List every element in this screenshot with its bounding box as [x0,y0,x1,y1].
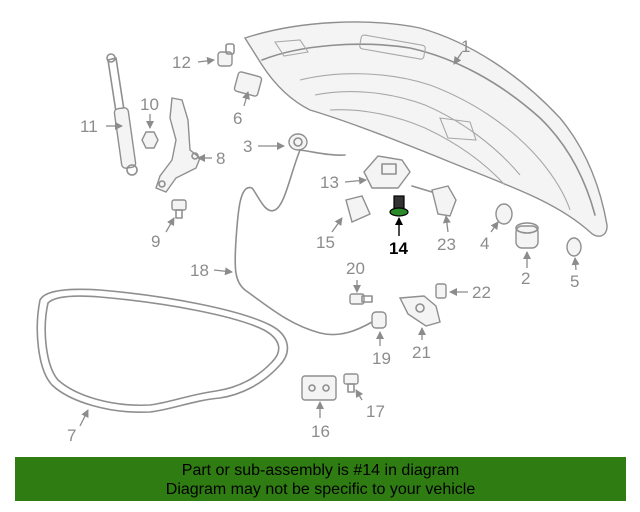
callout-4: 4 [480,234,489,253]
screw-part-14 [389,195,409,217]
callout-11: 11 [80,117,98,136]
trunk-lid-part [243,21,608,237]
bumper-part-2 [515,222,539,249]
callout-17: 17 [366,402,385,421]
grommet-part-3 [288,133,308,151]
banner-line-2: Diagram may not be specific to your vehi… [165,481,476,498]
callout-21: 21 [412,343,431,362]
callout-10: 10 [140,95,159,114]
parts-diagram: 1 2 3 4 5 6 7 8 9 10 11 12 13 14 15 16 1… [36,21,608,445]
callouts: 1 2 3 4 5 6 7 8 9 10 11 12 13 14 15 16 1… [67,37,579,445]
callout-7: 7 [67,426,76,445]
callout-13: 13 [320,173,339,192]
info-banner: Part or sub-assembly is #14 in diagram D… [15,457,626,501]
callout-20: 20 [346,259,365,278]
leader-lines [79,51,580,427]
striker-part-16 [301,375,337,401]
callout-8: 8 [216,149,225,168]
callout-16: 16 [311,422,330,441]
cap-part-4 [495,203,513,225]
callout-18: 18 [190,261,209,280]
latch-part-21 [398,295,441,327]
nut-part-10 [141,131,159,149]
actuator-part-23 [411,185,457,217]
callout-12: 12 [172,53,191,72]
weatherstrip-part-7 [36,288,289,414]
callout-5: 5 [570,272,579,291]
callout-9: 9 [151,232,160,251]
cable-part-18 [234,149,373,336]
callout-23: 23 [437,235,456,254]
strut-part-11 [106,53,138,176]
actuator-part-19 [371,311,387,329]
switch-part-13 [363,155,411,189]
callout-2: 2 [521,269,530,288]
callout-19: 19 [372,349,391,368]
callout-3: 3 [243,137,252,156]
bracket-part-15 [345,195,371,223]
plug-part-5 [566,237,582,257]
bolt-part-9 [171,199,187,219]
callout-1: 1 [461,37,470,56]
callout-22: 22 [472,283,491,302]
stop-part-12 [217,43,235,67]
banner-line-1: Part or sub-assembly is #14 in diagram [181,462,460,479]
hinge-part-8 [155,97,201,193]
bolt-part-22 [435,283,447,299]
callout-15: 15 [316,233,335,252]
bolt-part-17 [343,373,359,393]
callout-6: 6 [233,109,242,128]
bolt-part-20 [349,293,373,305]
callout-14: 14 [389,239,408,258]
